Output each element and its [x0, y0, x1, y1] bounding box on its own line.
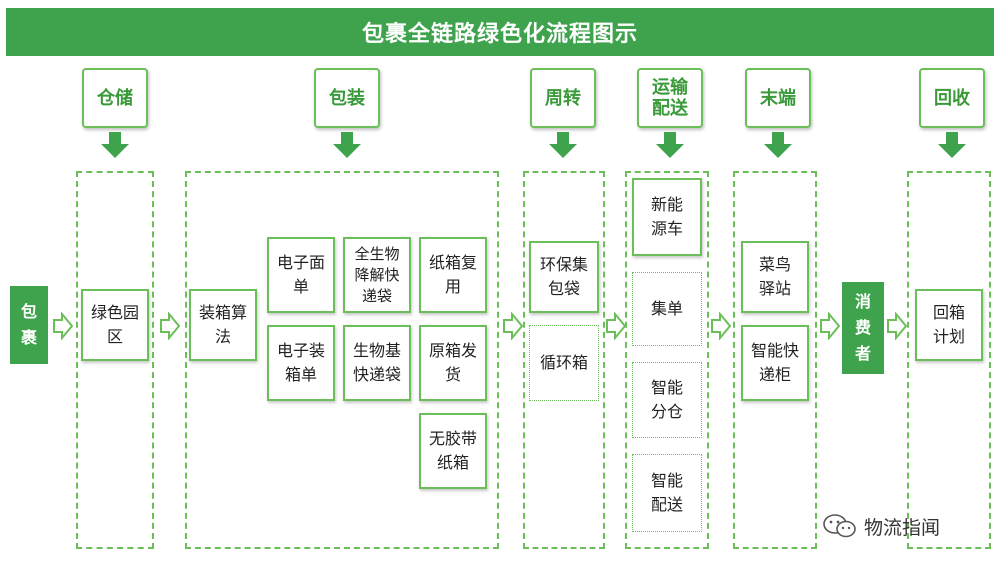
right-arrow-icon [503, 312, 523, 340]
down-arrow-icon [938, 132, 966, 158]
stage-tag-packaging: 包装 [314, 68, 380, 128]
item-new-energy-vehicle: 新能 源车 [632, 178, 702, 256]
item-smart-warehousing: 智能 分仓 [632, 362, 702, 438]
item-original-box-shipping: 原箱发 货 [419, 325, 487, 401]
item-eco-collection-bag: 环保集 包袋 [529, 241, 599, 313]
watermark: 物流指闻 [822, 510, 992, 542]
watermark-text: 物流指闻 [864, 516, 941, 539]
item-biobased-bag: 生物基 快递袋 [343, 325, 411, 401]
item-electronic-packing-list: 电子装 箱单 [267, 325, 335, 401]
page-title: 包裹全链路绿色化流程图示 [6, 8, 994, 56]
stage-tag-terminal: 末端 [745, 68, 811, 128]
item-packing-algorithm: 装箱算 法 [189, 289, 257, 361]
stage-tag-warehouse: 仓储 [82, 68, 148, 128]
right-arrow-icon [887, 312, 907, 340]
consumer-box: 消 费 者 [842, 282, 884, 374]
item-box-return-plan: 回箱 计划 [915, 289, 983, 361]
item-cainiao-station: 菜鸟 驿站 [741, 241, 809, 313]
parcel-start-box: 包 裹 [10, 286, 48, 364]
item-green-park: 绿色园 区 [81, 289, 149, 361]
item-biodegradable-bag: 全生物 降解快 递袋 [343, 237, 411, 313]
item-carton-reuse: 纸箱复 用 [419, 237, 487, 313]
wechat-icon [823, 514, 856, 538]
right-arrow-icon [53, 312, 73, 340]
down-arrow-icon [333, 132, 361, 158]
stage-tag-recycle: 回收 [919, 68, 985, 128]
down-arrow-icon [764, 132, 792, 158]
right-arrow-icon [711, 312, 731, 340]
down-arrow-icon [101, 132, 129, 158]
item-electronic-waybill: 电子面 单 [267, 237, 335, 313]
stage-tag-turnover: 周转 [530, 68, 596, 128]
right-arrow-icon [160, 312, 180, 340]
right-arrow-icon [606, 312, 626, 340]
stage-tag-transport: 运输 配送 [637, 68, 703, 128]
down-arrow-icon [656, 132, 684, 158]
item-smart-locker: 智能快 递柜 [741, 325, 809, 401]
down-arrow-icon [549, 132, 577, 158]
item-tapeless-carton: 无胶带 纸箱 [419, 413, 487, 489]
item-smart-delivery: 智能 配送 [632, 454, 702, 532]
item-recycle-box: 循环箱 [529, 325, 599, 401]
item-order-consolidation: 集单 [632, 272, 702, 346]
right-arrow-icon [820, 312, 840, 340]
